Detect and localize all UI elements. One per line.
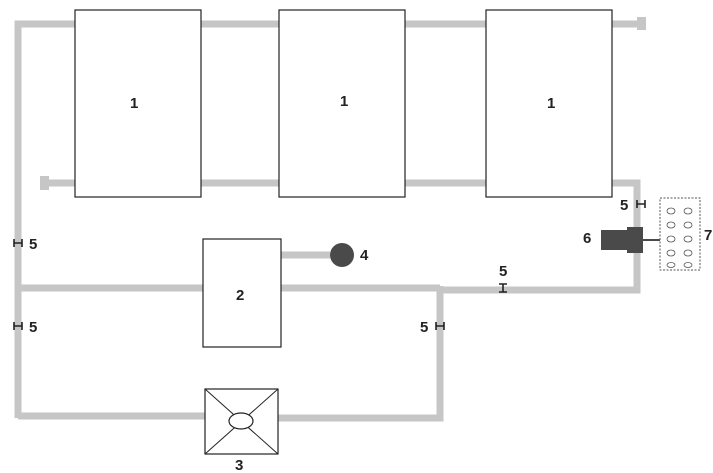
control-knob [683, 221, 693, 229]
valve-horizontal: 5 [499, 263, 507, 293]
boiler [202, 238, 282, 348]
pump-label: 6 [583, 230, 591, 247]
radiator-return-pipe [46, 179, 641, 294]
control-panel [659, 197, 701, 271]
control-knob [666, 249, 676, 257]
expansion-tank [330, 243, 354, 267]
pump-body [601, 230, 627, 250]
valve-right-upper-label: 5 [620, 197, 628, 214]
valve-left-lower-symbol [13, 322, 23, 330]
valve-left-upper-symbol [13, 239, 23, 247]
control-knob [666, 221, 676, 229]
control-knob [666, 207, 676, 215]
heat-exchanger [204, 388, 279, 455]
radiator-1 [74, 9, 202, 198]
top-pipe-cap [637, 17, 646, 30]
valve-left-lower-label: 5 [29, 319, 37, 336]
control-knob [666, 262, 676, 268]
left-pipe-cap [40, 176, 49, 190]
control-knob [683, 249, 693, 257]
radiator-1-label: 1 [130, 95, 138, 112]
valve-horizontal-symbol [499, 283, 507, 293]
heat-exchanger-label: 3 [235, 457, 243, 473]
control-knob [683, 262, 693, 268]
valve-right-vertical-symbol [435, 322, 445, 330]
valve-left-upper: 5 [13, 236, 37, 253]
valve-left-upper-label: 5 [29, 236, 37, 253]
expansion-tank-label: 4 [360, 247, 369, 264]
boiler-label: 2 [236, 287, 244, 304]
control-panel-label: 7 [704, 227, 712, 244]
valve-right-vertical-label: 5 [420, 319, 428, 336]
radiator-2 [278, 9, 406, 198]
valve-right-upper-symbol [636, 200, 646, 208]
radiator-3 [485, 9, 613, 198]
valve-left-lower: 5 [13, 319, 37, 336]
radiator-3-label: 1 [547, 95, 555, 112]
control-knob [683, 235, 693, 243]
pump-motor [627, 227, 643, 253]
heat-exchanger-core [228, 412, 254, 430]
pump [601, 227, 662, 253]
valve-horizontal-label: 5 [499, 263, 507, 280]
valve-right-vertical: 5 [420, 319, 445, 336]
control-knob [666, 235, 676, 243]
radiator-2-label: 1 [340, 93, 348, 110]
valve-right-upper: 5 [620, 197, 646, 214]
control-panel-body [659, 197, 701, 271]
control-knob [683, 207, 693, 215]
exchanger-feed-pipe [278, 286, 444, 422]
radiator-group: 1 1 1 [74, 9, 613, 198]
